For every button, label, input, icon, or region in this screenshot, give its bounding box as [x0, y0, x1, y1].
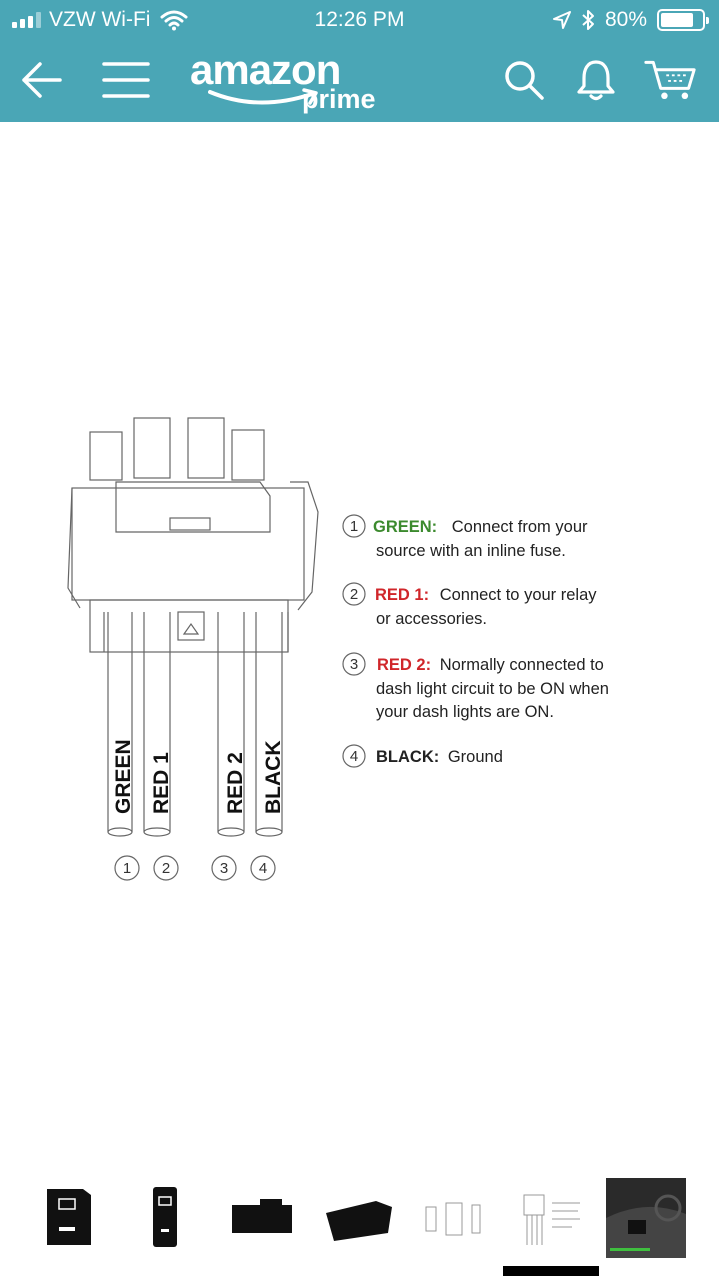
notifications-button[interactable]: [570, 54, 622, 106]
switch-front-icon-2: [153, 1187, 177, 1247]
wire-number-2: 2: [162, 860, 170, 877]
legend-item-4: BLACK: Ground: [376, 748, 503, 766]
legend-number-2: 2: [350, 586, 358, 603]
wiring-diagram: GREEN RED 1 RED 2 BLACK 1 2 3 4 1 2 3 4 …: [67, 417, 609, 881]
switch-drawing-icon: [425, 1202, 481, 1236]
wire-number-3: 3: [220, 860, 228, 877]
battery-icon: [657, 9, 709, 31]
logo-word: amazon: [190, 46, 341, 93]
legend-line1-4: Ground: [448, 748, 503, 766]
search-button[interactable]: [498, 54, 550, 106]
logo-smile-icon: [208, 88, 318, 105]
menu-icon: [102, 62, 150, 98]
menu-button[interactable]: [100, 54, 152, 106]
legend-line2-2: or accessories.: [376, 610, 487, 628]
legend-line3-3: your dash lights are ON.: [376, 703, 554, 721]
legend-line2-3: dash light circuit to be ON when: [376, 680, 609, 698]
location-icon: [552, 11, 571, 29]
back-arrow-icon: [22, 62, 62, 98]
app-header: amazon prime: [0, 40, 719, 122]
legend-line1-3: Normally connected to: [440, 656, 604, 674]
wire-number-1: 1: [123, 860, 131, 877]
carrier-label: VZW Wi-Fi: [49, 8, 151, 31]
bell-icon: [577, 60, 615, 101]
legend-name-1: GREEN:: [373, 518, 437, 536]
legend-name-2: RED 1:: [375, 586, 429, 604]
thumbnail-6[interactable]: [510, 1178, 590, 1258]
wire-label-black: BLACK: [262, 741, 285, 815]
wifi-icon: [160, 10, 188, 31]
legend-line2-1: source with an inline fuse.: [376, 542, 566, 560]
wire-number-4: 4: [259, 860, 267, 877]
switch-side-icon: [232, 1199, 292, 1233]
legend-name-4: BLACK:: [376, 748, 439, 766]
signal-icon: [12, 12, 41, 28]
wire-label-green: GREEN: [112, 739, 135, 814]
status-right: 80%: [552, 8, 709, 32]
back-button[interactable]: [16, 54, 68, 106]
legend-item-2: RED 1: Connect to your relay: [375, 586, 597, 604]
thumbnail-3[interactable]: [222, 1178, 302, 1258]
product-image-viewer[interactable]: GREEN RED 1 RED 2 BLACK 1 2 3 4 1 2 3 4 …: [0, 122, 719, 1162]
legend-number-1: 1: [350, 518, 358, 535]
legend-item-1: GREEN: Connect from your: [373, 518, 588, 536]
wiring-diagram-thumb-icon: [523, 1194, 580, 1245]
status-time: 12:26 PM: [314, 8, 405, 31]
legend-name-3: RED 2:: [377, 656, 431, 674]
switch-angle-icon: [326, 1201, 392, 1241]
thumbnail-5[interactable]: [414, 1178, 494, 1258]
legend-line1-2: Connect to your relay: [440, 586, 598, 604]
status-bar: VZW Wi-Fi 12:26 PM 80%: [0, 0, 719, 40]
cart-button[interactable]: [644, 54, 696, 106]
legend-number-4: 4: [350, 748, 358, 765]
thumbnail-strip: [0, 1170, 719, 1278]
legend-line1-1: Connect from your: [452, 518, 588, 536]
logo-prime: prime: [302, 84, 376, 114]
switch-front-icon: [47, 1189, 91, 1245]
cart-icon: [644, 60, 696, 100]
selected-thumbnail-indicator: [503, 1266, 599, 1276]
amazon-prime-logo[interactable]: amazon prime: [190, 46, 390, 116]
thumbnail-2[interactable]: [124, 1178, 204, 1258]
legend-item-3: RED 2: Normally connected to: [377, 656, 604, 674]
search-icon: [505, 61, 544, 100]
thumbnail-7[interactable]: [606, 1178, 686, 1258]
wire-label-red1: RED 1: [150, 752, 173, 814]
status-left: VZW Wi-Fi: [12, 8, 188, 32]
thumbnail-1[interactable]: [28, 1178, 108, 1258]
wire-label-red2: RED 2: [224, 752, 247, 814]
thumbnail-4[interactable]: [318, 1178, 398, 1258]
battery-percent: 80%: [604, 8, 647, 31]
bluetooth-icon: [582, 10, 594, 30]
dashboard-photo-icon: [606, 1178, 686, 1258]
legend-number-3: 3: [350, 656, 358, 673]
